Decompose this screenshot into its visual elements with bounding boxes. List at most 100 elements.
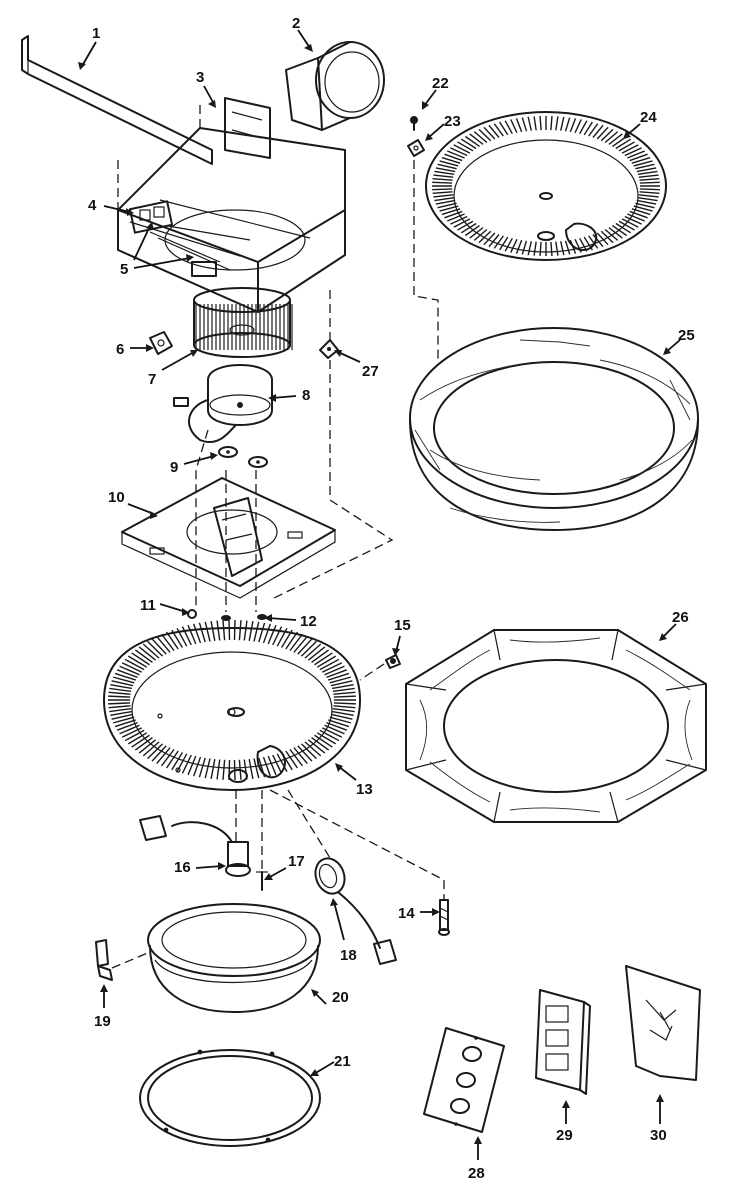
vent-slot	[629, 153, 648, 162]
vent-slot	[450, 215, 468, 225]
vent-slot	[618, 141, 635, 152]
vent-slot	[110, 710, 133, 717]
vent-slot	[147, 640, 164, 657]
vent-slot	[432, 181, 453, 184]
vent-slot	[114, 672, 136, 681]
vent-slot	[253, 758, 260, 779]
vent-slot	[121, 662, 142, 673]
vent-slot	[478, 128, 492, 142]
vent-slot	[238, 620, 242, 641]
vent-slot	[457, 141, 474, 152]
part-26-octagonal-wood-trim	[405, 629, 707, 823]
vent-slot	[521, 117, 528, 132]
vent-slot	[329, 716, 352, 724]
vent-slot	[612, 225, 628, 237]
vent-slot	[433, 174, 454, 178]
part-18-power-cord	[314, 857, 397, 965]
vent-slot	[437, 202, 457, 209]
part-20-trim-ring	[139, 1049, 321, 1147]
vent-slot	[228, 620, 231, 641]
callout-28: 28	[468, 1165, 485, 1182]
callout-26: 26	[672, 609, 689, 626]
vent-slot	[555, 241, 559, 256]
vent-slot	[210, 759, 216, 779]
part-5-wiring-harness	[149, 225, 251, 277]
vent-slot	[550, 241, 553, 256]
part-13-grille-housing	[103, 620, 361, 791]
part-14-screw	[438, 899, 450, 936]
vent-slot	[333, 695, 356, 698]
vent-slot	[307, 646, 326, 661]
vent-slot	[631, 156, 651, 164]
vent-slot	[621, 144, 639, 154]
vent-slot	[483, 126, 496, 140]
vent-slot	[332, 707, 355, 713]
vent-slot	[330, 680, 353, 687]
part-2-duct-connector	[285, 41, 385, 131]
vent-slot	[453, 218, 471, 228]
vent-slot	[316, 655, 337, 668]
vent-slot	[156, 635, 171, 653]
vent-slot	[204, 621, 211, 642]
vent-slot	[300, 743, 317, 760]
callout-10: 10	[108, 489, 125, 506]
vent-slot	[527, 116, 532, 131]
vent-slot	[627, 213, 645, 222]
assembly-guide-lines	[111, 100, 445, 969]
callout-20: 20	[332, 989, 349, 1006]
vent-slot	[193, 756, 202, 777]
vent-slot	[608, 133, 623, 145]
part-19-clip	[95, 939, 113, 981]
vent-slot	[432, 191, 453, 195]
vent-slot	[329, 676, 352, 684]
callout-6: 6	[116, 341, 124, 358]
callout-leaders	[78, 29, 681, 1160]
vent-slot	[615, 222, 632, 234]
vent-slot	[592, 124, 604, 138]
vent-slot	[151, 745, 167, 762]
vent-slot	[533, 116, 537, 131]
vent-slot	[539, 116, 542, 131]
vent-slot	[473, 131, 488, 144]
vent-slot	[222, 759, 226, 780]
vent-slot	[108, 702, 131, 705]
vent-slot	[333, 691, 356, 695]
vent-slot	[592, 234, 604, 248]
vent-slot	[314, 652, 333, 666]
vent-slot	[600, 230, 614, 244]
callout-15: 15	[394, 617, 411, 634]
vent-slot	[124, 658, 145, 671]
callout-30: 30	[650, 1127, 667, 1144]
vent-slot	[499, 121, 509, 136]
callout-21: 21	[334, 1053, 351, 1070]
vent-slot	[311, 737, 330, 751]
vent-slot	[435, 167, 456, 173]
vent-slot	[253, 621, 260, 642]
vent-slot	[297, 745, 313, 762]
vent-slot	[300, 640, 317, 657]
part-12-nut	[221, 614, 267, 621]
callout-4: 4	[88, 197, 97, 214]
vent-slot	[608, 227, 623, 239]
vent-slot	[262, 623, 271, 644]
vent-slot	[316, 732, 337, 745]
vent-slot	[267, 624, 277, 645]
vent-slot	[108, 691, 131, 695]
vent-slot	[639, 188, 660, 191]
vent-slot	[432, 188, 453, 191]
vent-slot	[127, 732, 148, 745]
vent-slot	[131, 734, 150, 748]
vent-slot	[324, 665, 345, 676]
vent-slot	[444, 153, 463, 162]
vent-slot	[176, 627, 188, 647]
vent-slot	[289, 633, 303, 652]
vent-slot	[433, 194, 454, 198]
vent-slot	[198, 757, 206, 778]
vent-slot	[328, 719, 350, 728]
part-17-screw	[256, 871, 268, 891]
vent-slot	[636, 167, 657, 173]
part-10-mounting-plate	[121, 477, 336, 599]
vent-slot	[134, 737, 153, 751]
vent-slot	[116, 721, 138, 731]
